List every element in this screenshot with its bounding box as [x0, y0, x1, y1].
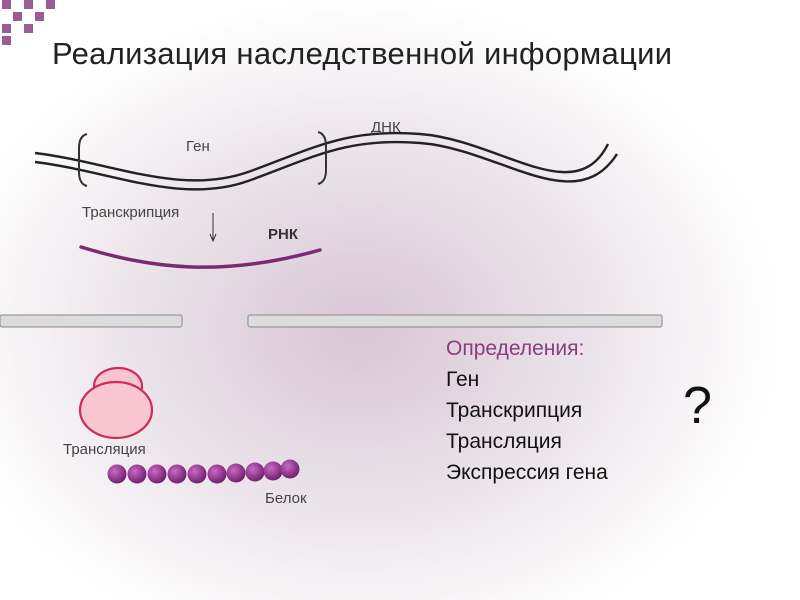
protein-bead	[263, 461, 283, 481]
question-mark: ?	[683, 377, 712, 435]
protein-bead	[147, 464, 167, 484]
label-gene: Ген	[186, 138, 210, 155]
label-translation: Трансляция	[63, 441, 146, 458]
protein-bead	[280, 459, 300, 479]
ribosome	[78, 366, 154, 440]
protein-bead	[187, 464, 207, 484]
protein-bead	[226, 463, 246, 483]
dna-strand	[34, 131, 619, 191]
label-transcription: Транскрипция	[82, 204, 180, 221]
protein-bead	[107, 464, 127, 484]
protein-bead	[207, 464, 227, 484]
separator-bar-left	[0, 314, 183, 328]
definitions-list: Определения: Ген Транскрипция Трансляция…	[446, 333, 608, 488]
gene-bracket-right	[317, 131, 327, 185]
page-title: Реализация наследственной информации	[52, 36, 673, 71]
protein-bead	[245, 462, 265, 482]
label-dna: ДНК	[371, 119, 401, 136]
label-protein: Белок	[265, 490, 307, 507]
definition-item: Экспрессия гена	[446, 461, 608, 484]
protein-bead	[167, 464, 187, 484]
definition-item: Транскрипция	[446, 399, 583, 422]
label-rna: РНК	[268, 226, 298, 243]
transcription-arrow	[209, 213, 217, 243]
protein-chain	[107, 459, 300, 484]
definitions-heading: Определения:	[446, 337, 585, 360]
gene-bracket-left	[78, 133, 88, 187]
corner-squares-decoration	[2, 0, 55, 45]
definition-item: Трансляция	[446, 430, 562, 453]
separator-bar-right	[247, 314, 663, 328]
rna-strand	[79, 245, 322, 269]
definition-item: Ген	[446, 368, 480, 391]
protein-bead	[127, 464, 147, 484]
